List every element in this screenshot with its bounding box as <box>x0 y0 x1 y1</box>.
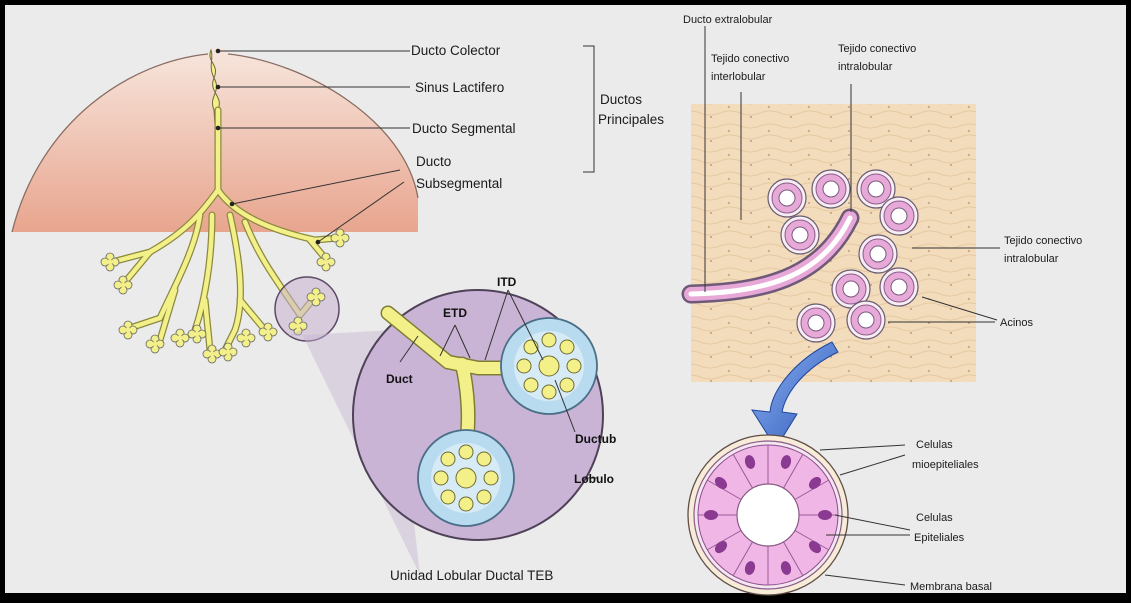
label-acinos: Acinos <box>1000 317 1034 329</box>
label-celulas-epiteliales-line2: Epiteliales <box>914 532 965 544</box>
tissue-block <box>691 104 976 382</box>
label-ductos-principales-line1: Ductos <box>600 92 642 107</box>
magnify-circle <box>275 277 339 341</box>
label-tejido-interlobular-line1: Tejido conectivo <box>711 53 789 65</box>
label-tejido-interlobular-line2: interlobular <box>711 71 766 83</box>
label-duct: Duct <box>386 372 413 386</box>
label-lobulo: Lobulo <box>574 472 614 486</box>
label-tejido-intralobular-top-line1: Tejido conectivo <box>838 43 916 55</box>
label-membrana-basal: Membrana basal <box>910 581 992 593</box>
label-tejido-intralobular-right-line2: intralobular <box>1004 253 1059 265</box>
label-ducto-subsegmental-line2: Subsegmental <box>416 176 502 191</box>
label-sinus-lactifero: Sinus Lactifero <box>415 80 504 95</box>
label-ducto-segmental: Ducto Segmental <box>412 121 516 136</box>
label-celulas-mioepiteliales-line2: mioepiteliales <box>912 459 979 471</box>
label-etd: ETD <box>443 306 467 320</box>
label-tejido-intralobular-top-line2: intralobular <box>838 61 893 73</box>
label-ductulo: Ductub <box>575 432 616 446</box>
label-celulas-epiteliales-line1: Celulas <box>916 512 953 524</box>
label-tejido-intralobular-right-line1: Tejido conectivo <box>1004 235 1082 247</box>
label-itd: ITD <box>497 275 517 289</box>
label-ducto-extralobular: Ducto extralobular <box>683 14 773 26</box>
label-ducto-subsegmental-line1: Ducto <box>416 154 451 169</box>
label-celulas-mioepiteliales-line1: Celulas <box>916 439 953 451</box>
lobular-unit <box>353 290 603 540</box>
lobular-unit-caption: Unidad Lobular Ductal TEB <box>390 568 553 583</box>
label-ductos-principales-line2: Principales <box>598 112 664 127</box>
label-ducto-colector: Ducto Colector <box>411 43 501 58</box>
acinus-cross-section <box>688 435 848 595</box>
